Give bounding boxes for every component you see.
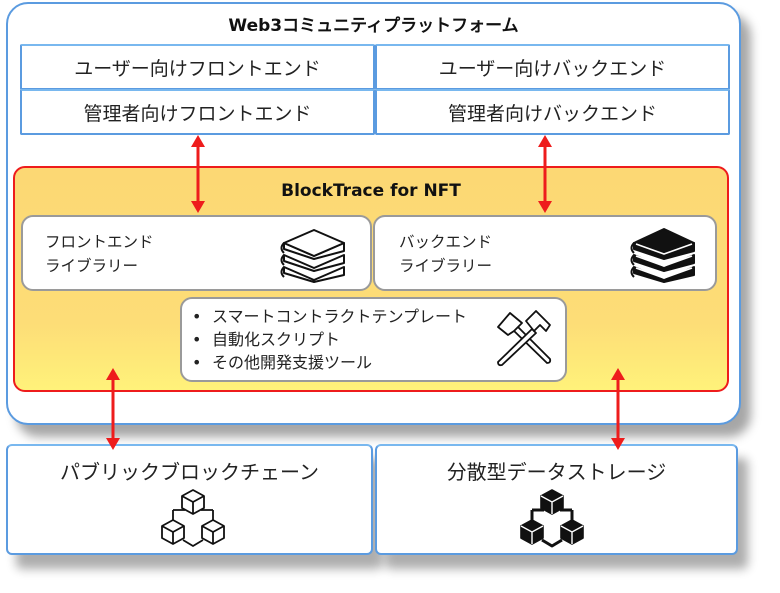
decentralized-storage-label: 分散型データストレージ xyxy=(446,460,667,484)
hammers-icon xyxy=(497,310,552,367)
admin-frontend-label: 管理者向けフロントエンド xyxy=(83,102,312,125)
books-filled-icon xyxy=(630,228,695,283)
user-frontend-box: ユーザー向けフロントエンド xyxy=(20,44,375,90)
admin-frontend-box: 管理者向けフロントエンド xyxy=(20,89,375,135)
arrow-blocktrace-to-storage xyxy=(611,368,625,450)
frontend-library-line1: フロントエンド xyxy=(45,233,154,251)
dev-tools-list: スマートコントラクトテンプレート 自動化スクリプト その他開発支援ツール xyxy=(188,305,467,374)
frontend-library-line2: ライブラリー xyxy=(45,257,139,275)
public-blockchain-box: パブリックブロックチェーン xyxy=(6,444,373,555)
admin-backend-label: 管理者向けバックエンド xyxy=(447,102,657,125)
tool-item: スマートコントラクトテンプレート xyxy=(188,305,467,328)
admin-backend-box: 管理者向けバックエンド xyxy=(375,89,730,135)
books-outline-icon xyxy=(280,229,345,283)
backend-library-label: バックエンド ライブラリー xyxy=(399,230,492,278)
blocktrace-title: BlockTrace for NFT xyxy=(281,181,461,201)
arrow-blocktrace-to-blockchain xyxy=(106,368,120,450)
tool-item: 自動化スクリプト xyxy=(188,328,467,351)
tool-item: その他開発支援ツール xyxy=(188,351,467,374)
frontend-library-label: フロントエンド ライブラリー xyxy=(45,230,154,278)
backend-library-box: バックエンド ライブラリー xyxy=(373,215,717,291)
backend-library-line2: ライブラリー xyxy=(399,257,493,275)
frontend-library-box: フロントエンド ライブラリー xyxy=(21,215,372,291)
user-frontend-label: ユーザー向けフロントエンド xyxy=(74,57,321,80)
dev-tools-box: スマートコントラクトテンプレート 自動化スクリプト その他開発支援ツール xyxy=(180,297,567,382)
user-backend-box: ユーザー向けバックエンド xyxy=(375,44,730,90)
public-blockchain-label: パブリックブロックチェーン xyxy=(60,460,319,484)
blocks-outline-icon xyxy=(161,489,225,547)
arrow-backend-to-blocktrace xyxy=(538,135,552,213)
blocks-filled-icon xyxy=(520,489,584,548)
decentralized-storage-box: 分散型データストレージ xyxy=(375,444,738,555)
user-backend-label: ユーザー向けバックエンド xyxy=(438,57,667,80)
backend-library-line1: バックエンド xyxy=(399,233,493,251)
platform-title: Web3コミュニティプラットフォーム xyxy=(228,16,519,36)
arrow-frontend-to-blocktrace xyxy=(191,135,205,213)
